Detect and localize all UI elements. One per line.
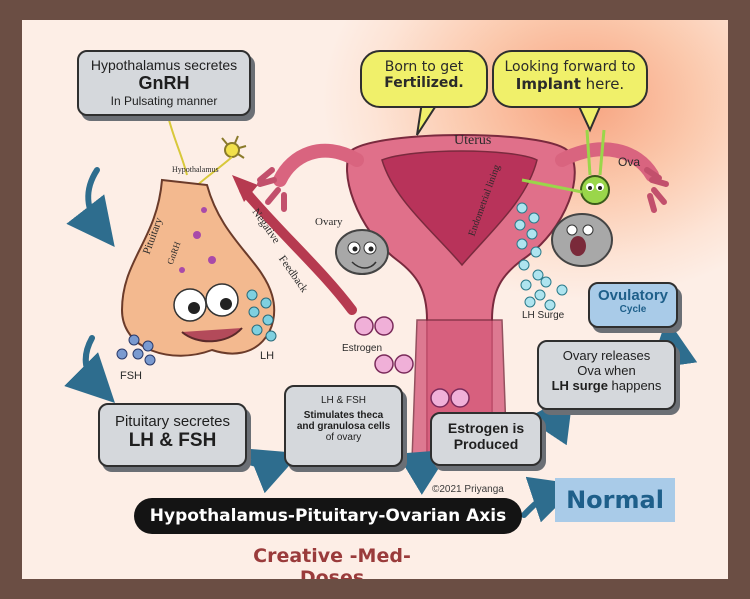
ovulatory-cycle-box: Ovulatory Cycle — [588, 282, 678, 328]
pituitary-secretes-box: Pituitary secretes LH & FSH — [98, 403, 247, 467]
label-lh-surge: LH Surge — [522, 310, 565, 321]
diagram-canvas: Hypothalamus secretes GnRH In Pulsating … — [22, 20, 728, 579]
bubble-left-line2: Fertilized. — [384, 75, 464, 91]
label-ova: Ova — [618, 155, 641, 169]
brand-footer: Creative -Med-Doses — [253, 545, 411, 579]
negative-feedback-arrow — [239, 185, 357, 315]
pituitary-illustration — [120, 178, 276, 357]
hypothalamus-box-line2: GnRH — [138, 73, 190, 93]
stimulates-box-line2: Stimulates theca — [303, 410, 384, 421]
stimulates-box-line4: of ovary — [325, 432, 362, 443]
bubble-right-line1: Looking forward to — [504, 59, 636, 75]
ova-character — [521, 129, 610, 205]
copyright-text: ©2021 Priyanga — [432, 484, 504, 495]
label-ovary: Ovary — [315, 216, 343, 228]
happens-text: happens — [607, 378, 662, 393]
label-uterus: Uterus — [454, 133, 492, 148]
right-ovary-illustration — [551, 213, 613, 267]
implant-bold: Implant — [515, 75, 581, 93]
estrogen-molecules — [354, 316, 470, 408]
ovary-releases-box: Ovary releases Ova when LH surge happens — [537, 340, 676, 410]
lh-hormone-dots — [246, 289, 277, 342]
label-hypothalamus: Hypothalamus — [172, 165, 219, 174]
bubble-left-line1: Born to get — [384, 59, 464, 75]
here-text: here. — [580, 75, 625, 93]
stimulates-box: LH & FSH Stimulates theca and granulosa … — [284, 385, 403, 467]
normal-badge: Normal — [555, 478, 675, 522]
axis-banner: Hypothalamus-Pituitary-Ovarian Axis — [134, 498, 522, 534]
lh-surge-bold: LH surge — [551, 378, 608, 393]
label-lh: LH — [260, 350, 275, 362]
estrogen-produced-box: Estrogen is Produced — [430, 412, 542, 466]
estrogen-box-line1: Estrogen is — [447, 420, 525, 436]
ovulatory-line2: Cycle — [619, 304, 647, 315]
stimulates-box-line3: and granulosa cells — [296, 421, 391, 432]
left-ovary-illustration — [335, 229, 389, 275]
axis-banner-title: Hypothalamus-Pituitary-Ovarian Axis — [149, 506, 507, 526]
lh-surge-dots — [514, 202, 568, 311]
pituitary-box-line1: Pituitary secretes — [114, 413, 231, 430]
bubble-right-line2: Implant here. — [494, 75, 646, 93]
label-estrogen: Estrogen — [342, 343, 383, 354]
hypothalamus-box: Hypothalamus secretes GnRH In Pulsating … — [77, 50, 251, 116]
fsh-hormone-dots — [116, 334, 156, 366]
ovary-release-line3: LH surge happens — [539, 378, 674, 393]
bubble-implant-here: Looking forward to Implant here. — [492, 50, 648, 108]
ovary-release-line2: Ova when — [577, 363, 636, 378]
illustration-layer — [64, 90, 698, 523]
label-fsh: FSH — [120, 370, 142, 382]
ovulatory-line1: Ovulatory — [597, 287, 669, 304]
ovary-release-line1: Ovary releases — [562, 348, 651, 363]
hypothalamus-box-line3: In Pulsating manner — [110, 94, 218, 108]
bubble-born-to-get-fertilized: Born to get Fertilized. — [360, 50, 488, 108]
pituitary-box-line2: LH & FSH — [128, 430, 217, 451]
estrogen-box-line2: Produced — [453, 436, 519, 452]
stimulates-box-line1: LH & FSH — [320, 395, 366, 406]
hypothalamus-box-line1: Hypothalamus secretes — [90, 57, 238, 73]
normal-text: Normal — [566, 486, 664, 514]
